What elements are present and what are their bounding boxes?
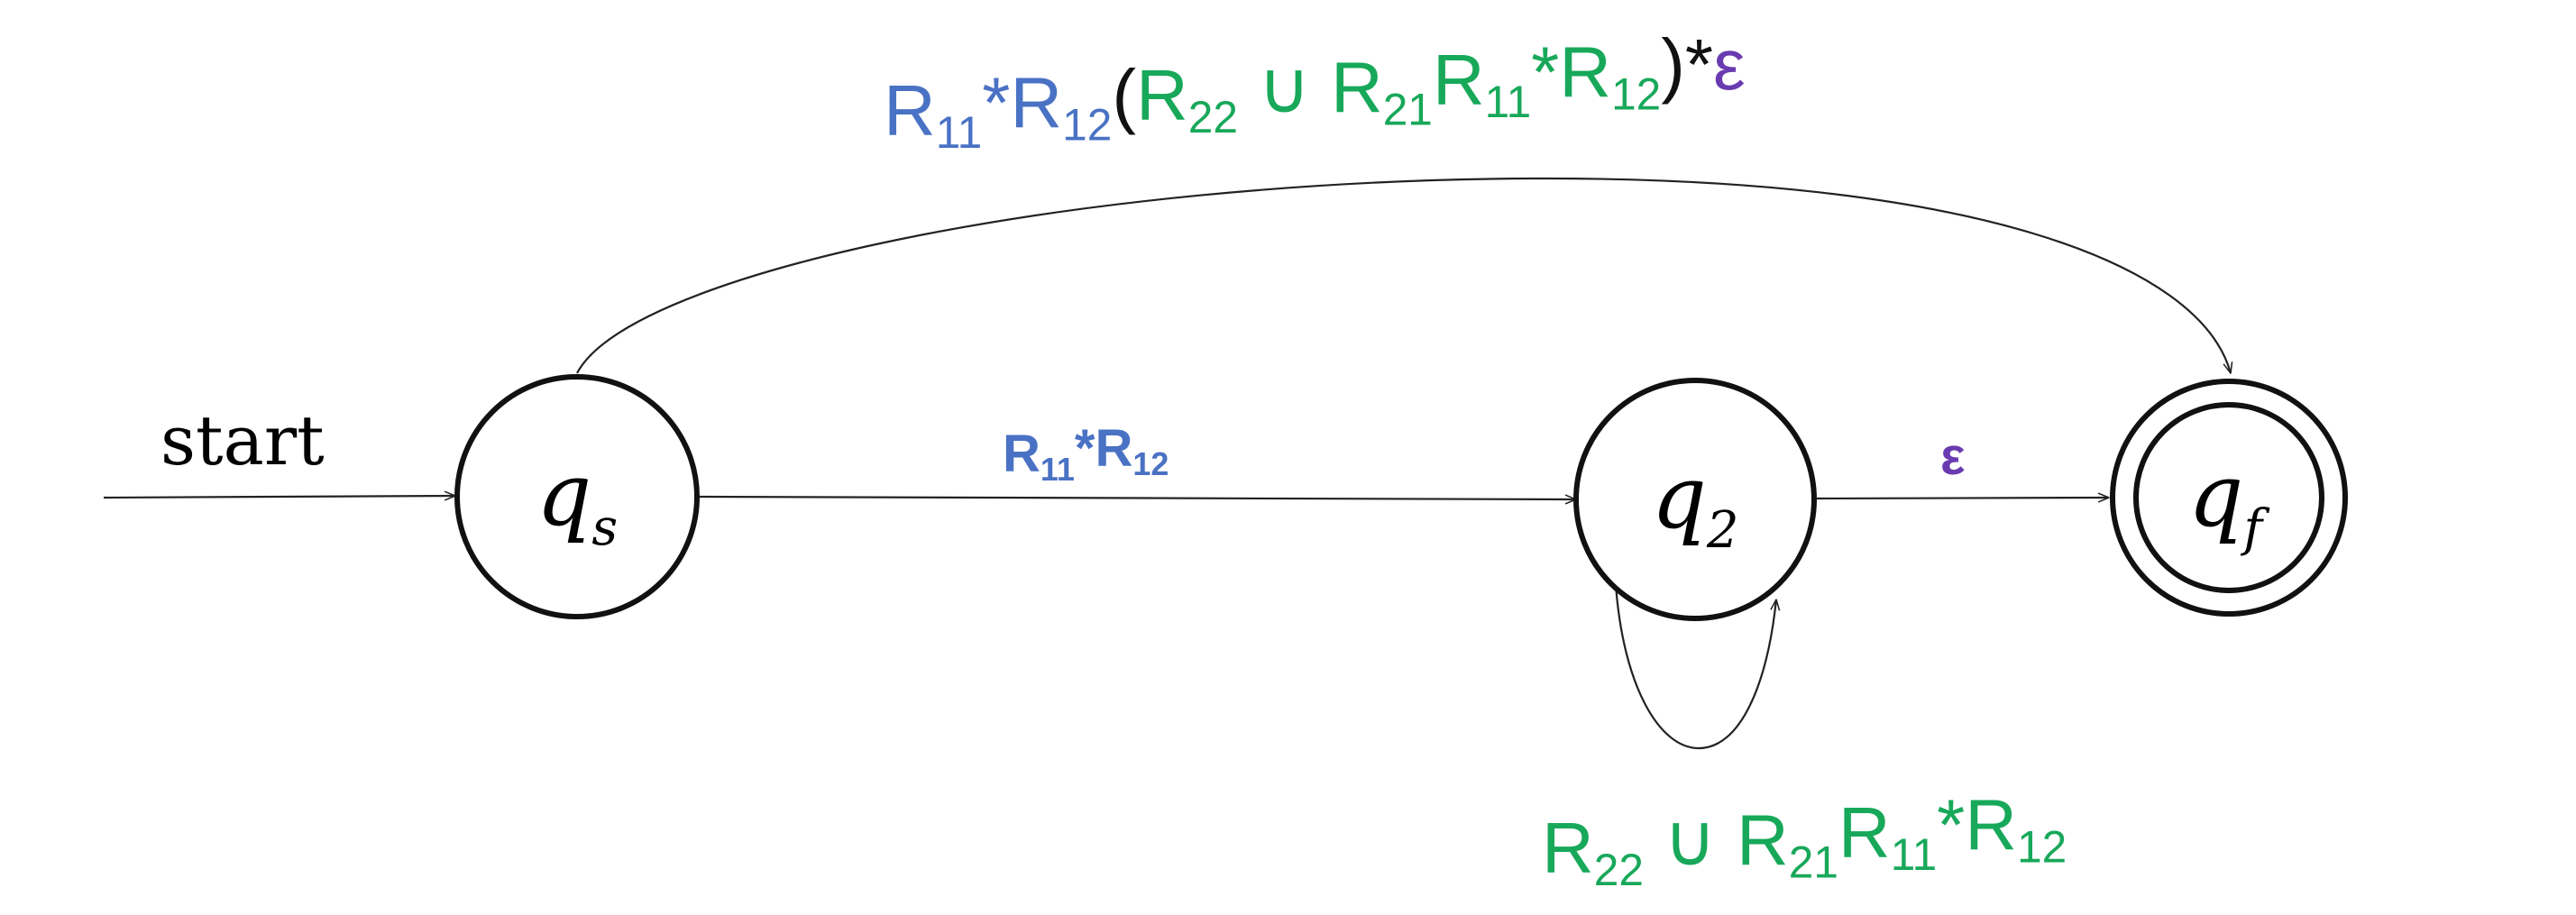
- expr-part: *R: [1075, 419, 1132, 478]
- expr-part: 21: [1383, 84, 1433, 134]
- expr-part: ∪ R: [1238, 47, 1383, 127]
- expr-part: R: [1136, 55, 1188, 135]
- expr-part: 12: [1611, 69, 1661, 119]
- expr-part: *R: [1937, 784, 2017, 865]
- state-qs: qs: [454, 374, 700, 619]
- expr-part: 12: [1132, 445, 1169, 482]
- expr-part: (: [1112, 55, 1136, 135]
- edge-label-qs-to-q2: R11*R12: [1003, 419, 1169, 488]
- expr-part: *R: [982, 62, 1062, 142]
- edge-label-q2-to-qf: ε: [1940, 427, 1966, 486]
- edge-qs-to-qf: [576, 177, 2231, 373]
- edge-label-q2-loop: R22 ∪ R21R11*R12: [1542, 784, 2067, 894]
- state-q2-sub: 2: [1706, 501, 1739, 560]
- expr-part: 12: [2017, 821, 2067, 872]
- edge-label-qs-to-qf: R11*R12(R22 ∪ R21R11*R12)*ε: [884, 24, 1746, 158]
- expr-part: )*: [1661, 24, 1713, 105]
- expr-part: R: [884, 70, 936, 151]
- edge-qs-to-q2: [699, 497, 1576, 499]
- state-qs-sub: s: [591, 499, 618, 557]
- svg-text:qs: qs: [536, 444, 618, 557]
- expr-part: 22: [1594, 845, 1644, 895]
- state-qf-accepting: qf: [2110, 379, 2348, 617]
- edge-q2-to-qf: [1813, 498, 2109, 499]
- state-qf-name: q: [2188, 445, 2243, 546]
- expr-part: 11: [1485, 77, 1531, 127]
- expr-part: 22: [1188, 92, 1238, 142]
- expr-part: R: [1433, 40, 1485, 120]
- svg-text:q2: q2: [1651, 447, 1738, 560]
- expr-part: R: [1542, 808, 1594, 888]
- expr-part: 11: [1040, 451, 1075, 488]
- expr-part: ∪ R: [1644, 800, 1789, 880]
- expr-part: R: [1838, 792, 1891, 873]
- expr-part: ε: [1713, 24, 1746, 105]
- start-label: start: [160, 400, 325, 480]
- state-q2: q2: [1573, 378, 1817, 621]
- expr-part: 11: [1891, 829, 1937, 880]
- expr-part: 11: [936, 107, 982, 158]
- state-qs-name: q: [536, 444, 591, 545]
- start-arrow: [103, 496, 455, 498]
- expr-part: *R: [1531, 32, 1611, 112]
- expr-part: 12: [1062, 99, 1112, 150]
- expr-part: R: [1003, 425, 1040, 483]
- edge-q2-loop: [1614, 583, 1776, 750]
- expr-part: ε: [1940, 427, 1966, 486]
- expr-part: 21: [1789, 837, 1838, 887]
- state-q2-name: q: [1651, 447, 1706, 548]
